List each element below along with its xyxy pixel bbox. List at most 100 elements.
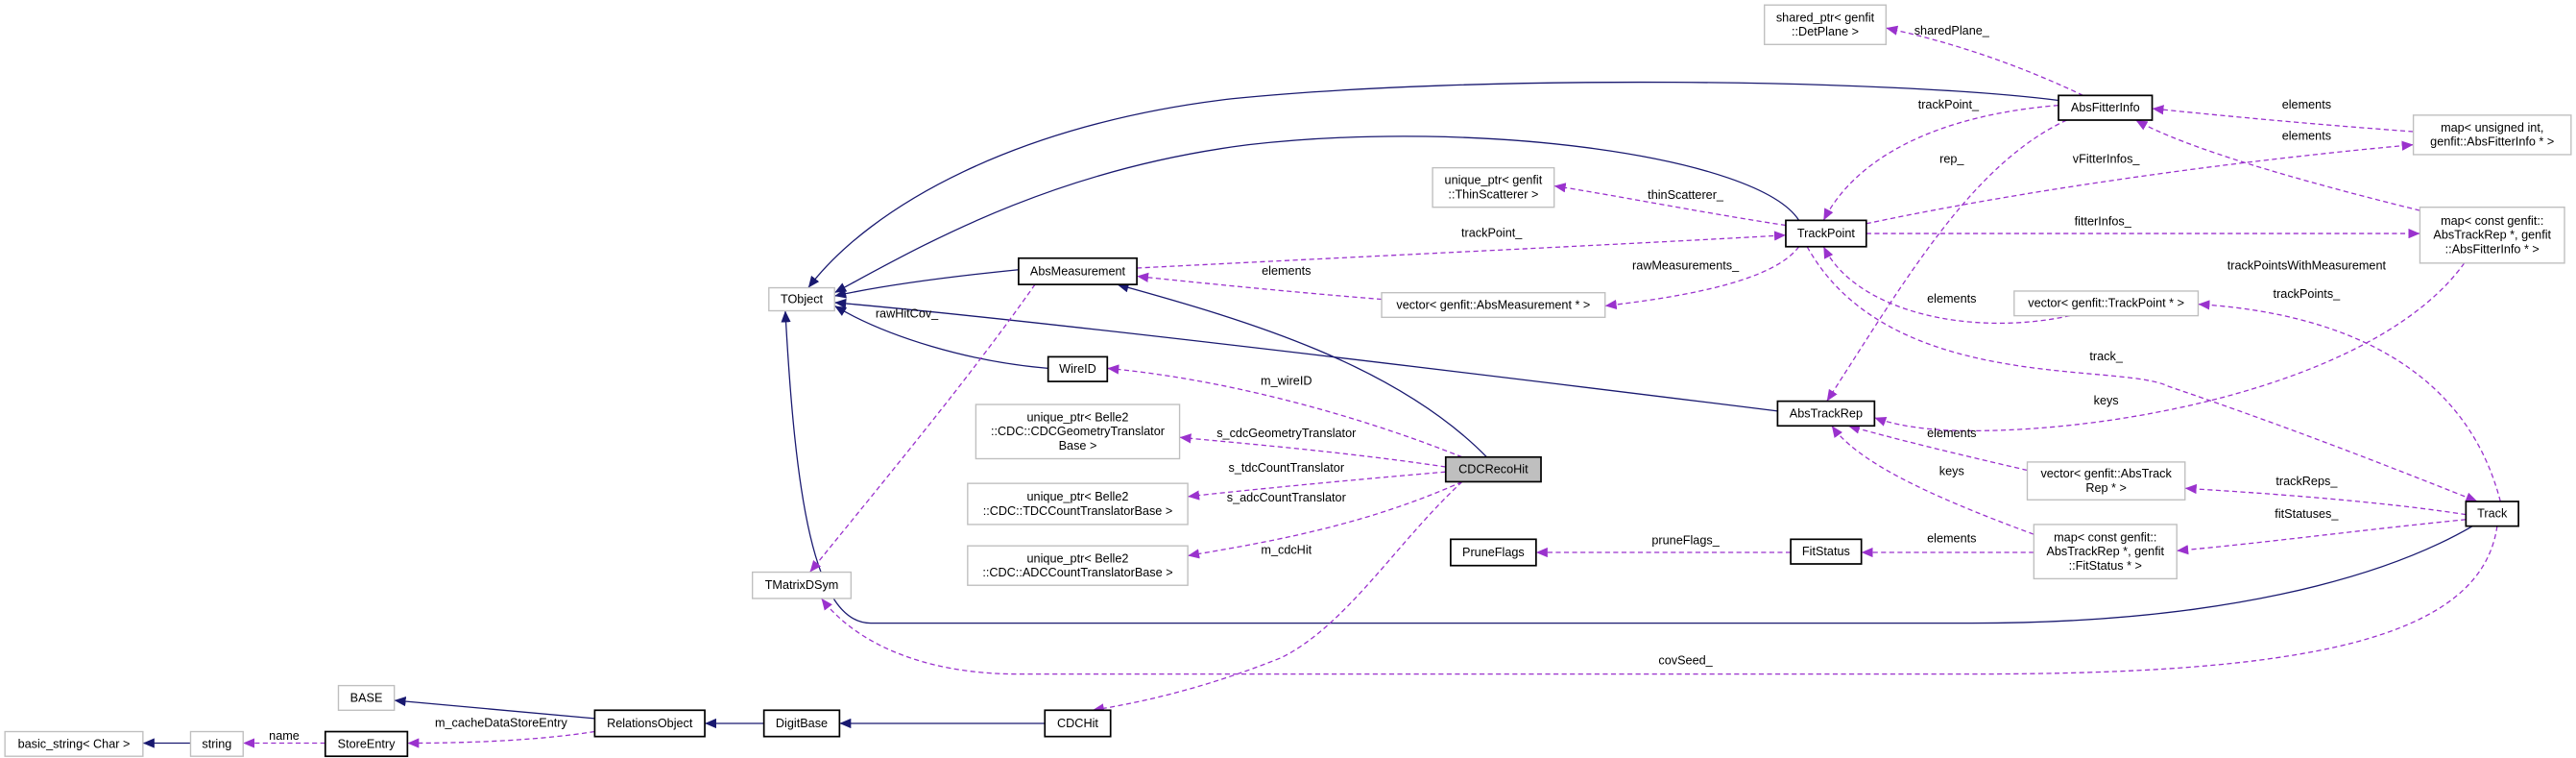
node-fitstatus[interactable]: FitStatus	[1790, 538, 1863, 565]
node-relations[interactable]: RelationsObject	[593, 709, 706, 738]
node-box	[2058, 94, 2154, 121]
node-tdc[interactable]: unique_ptr< Belle2::CDC::TDCCountTransla…	[967, 482, 1189, 526]
node-tmatrix[interactable]: TMatrixDSym	[751, 571, 853, 599]
edge-label: sharedPlane_	[1914, 24, 1990, 37]
node-vecabstrackrep[interactable]: vector< genfit::AbsTrackRep * >	[2026, 461, 2186, 501]
node-label: WireID	[1059, 362, 1096, 376]
edges-layer: sharedPlane_trackPoint_rep_elementsvFitt…	[142, 24, 2501, 748]
edge-label: elements	[2282, 98, 2331, 111]
node-label: AbsTrackRep *, genfit	[2046, 545, 2164, 558]
edge-label: keys	[1939, 465, 1964, 478]
node-label: unique_ptr< genfit	[1445, 174, 1543, 187]
node-storeentry[interactable]: StoreEntry	[324, 730, 409, 758]
node-label: FitStatus	[1802, 545, 1850, 558]
edge-label: elements	[1927, 427, 1976, 440]
node-box	[1381, 291, 1606, 319]
node-track[interactable]: Track	[2465, 501, 2519, 527]
node-tobject[interactable]: TObject	[768, 286, 835, 312]
node-box	[975, 403, 1181, 460]
node-label: AbsMeasurement	[1030, 264, 1126, 278]
edge-label: covSeed_	[1658, 653, 1713, 667]
edge-trackreps	[2184, 483, 2467, 516]
node-label: ::CDC::CDCGeometryTranslator	[991, 425, 1165, 438]
node-basicstring[interactable]: basic_string< Char >	[4, 730, 144, 757]
node-cdcgeom[interactable]: unique_ptr< Belle2::CDC::CDCGeometryTran…	[975, 403, 1181, 460]
node-box	[2465, 501, 2519, 527]
edge-label: vFitterInfos_	[2073, 152, 2141, 165]
edge-label: s_tdcCountTranslator	[1229, 461, 1345, 475]
node-label: vector< genfit::AbsTrack	[2040, 467, 2172, 480]
edge-vectp-tp	[1822, 246, 2071, 325]
node-trackpoint[interactable]: TrackPoint	[1785, 219, 1867, 248]
edge-label: elements	[1927, 532, 1976, 546]
edge-rawmeas	[1604, 246, 1800, 310]
edge-label: trackPoint_	[1461, 226, 1523, 239]
edge-label: pruneFlags_	[1651, 533, 1720, 547]
node-pruneflags[interactable]: PruneFlags	[1450, 538, 1537, 567]
node-wireid[interactable]: WireID	[1047, 355, 1109, 382]
edge-fitstatuses	[2177, 519, 2467, 555]
node-string[interactable]: string	[189, 730, 244, 757]
edge-label: trackPoint_	[1918, 98, 1980, 111]
edge-label: rawHitCov_	[876, 306, 939, 320]
edge-rawhitcov	[809, 283, 1036, 573]
edge-thinscat	[1553, 183, 1787, 227]
edge-wire-tobj	[833, 305, 1048, 370]
edge-crh-am	[1117, 282, 1488, 458]
node-label: AbsTrackRep	[1790, 406, 1863, 420]
node-box	[1790, 538, 1863, 565]
node-cdchit[interactable]: CDCHit	[1044, 709, 1112, 738]
node-mapconstfitter[interactable]: map< const genfit::AbsTrackRep *, genfit…	[2419, 207, 2565, 264]
edge-label: m_cacheDataStoreEntry	[435, 716, 568, 729]
node-label: RelationsObject	[607, 717, 693, 730]
node-label: ::DetPlane >	[1792, 25, 1859, 38]
edge-vfitterinfos	[1866, 140, 2414, 225]
node-label: StoreEntry	[338, 737, 396, 750]
node-label: ::FitStatus * >	[2069, 559, 2142, 573]
node-label: PruneFlags	[1462, 546, 1525, 559]
node-base[interactable]: BASE	[337, 684, 396, 711]
node-digitbase[interactable]: DigitBase	[762, 709, 841, 738]
edge-wireid-u	[1107, 364, 1463, 458]
node-mapunsigned[interactable]: map< unsigned int,genfit::AbsFitterInfo …	[2412, 114, 2572, 156]
edge-label: fitStatuses_	[2275, 507, 2339, 521]
edge-label: trackPointsWithMeasurement	[2227, 259, 2387, 273]
edge-label: elements	[1262, 264, 1311, 278]
edge-track-tobj	[781, 310, 2473, 624]
node-label: TMatrixDSym	[765, 578, 839, 592]
node-cdcrecohit[interactable]: CDCRecoHit	[1444, 455, 1542, 483]
node-box	[1018, 257, 1138, 285]
node-detplane[interactable]: shared_ptr< genfit::DetPlane >	[1764, 4, 1888, 45]
node-absfitterinfo[interactable]: AbsFitterInfo	[2058, 94, 2154, 121]
edge-am-tp	[1137, 231, 1786, 269]
edge-rep	[1826, 119, 2067, 402]
node-box	[1764, 4, 1888, 45]
node-mapfitstatus[interactable]: map< const genfit::AbsTrackRep *, genfit…	[2033, 524, 2178, 580]
edge-cache	[407, 730, 595, 748]
node-box	[1432, 166, 1555, 208]
nodes-layer: shared_ptr< genfit::DetPlane >AbsFitterI…	[4, 4, 2572, 758]
edge-atr-tobj	[834, 298, 1778, 412]
node-box	[1444, 455, 1542, 483]
node-absmeasurement[interactable]: AbsMeasurement	[1018, 257, 1138, 285]
node-vectrackpoint[interactable]: vector< genfit::TrackPoint * >	[2013, 290, 2200, 317]
node-label: Rep * >	[2085, 481, 2127, 495]
node-label: vector< genfit::TrackPoint * >	[2028, 297, 2184, 310]
node-label: BASE	[350, 691, 383, 704]
node-adc[interactable]: unique_ptr< Belle2::CDC::ADCCountTransla…	[967, 545, 1189, 586]
edge-covseed	[821, 526, 2498, 675]
edge-afi-tp	[1822, 104, 2059, 221]
node-thinscatterer[interactable]: unique_ptr< genfit::ThinScatterer >	[1432, 166, 1555, 208]
node-label: TrackPoint	[1797, 227, 1856, 240]
node-vecabsmeas[interactable]: vector< genfit::AbsMeasurement * >	[1381, 291, 1606, 319]
node-label: AbsTrackRep *, genfit	[2433, 229, 2551, 242]
node-box	[1450, 538, 1537, 567]
edge-adc-u	[1188, 480, 1463, 559]
edge-trackpoints	[2198, 300, 2501, 502]
node-box	[1776, 400, 1876, 428]
node-abstrackrep[interactable]: AbsTrackRep	[1776, 400, 1876, 428]
edge-label: name	[269, 729, 300, 743]
edge-label: keys	[2094, 394, 2119, 407]
node-box	[751, 571, 853, 599]
